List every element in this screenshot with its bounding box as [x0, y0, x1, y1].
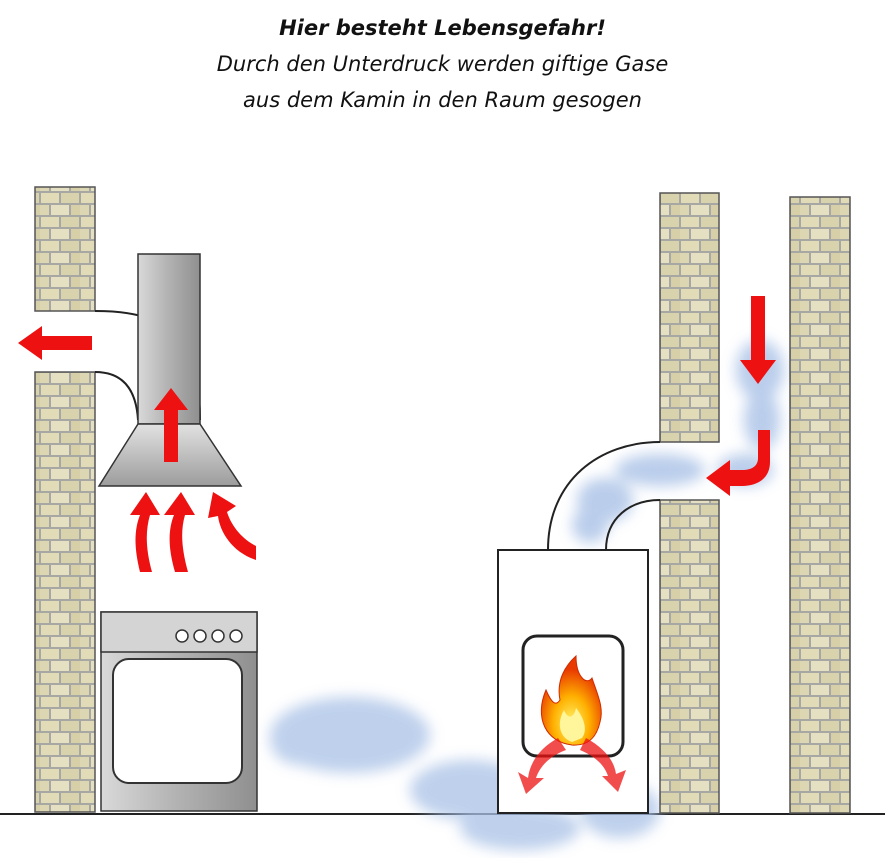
fireplace-stove — [497, 549, 649, 814]
caption: Hier besteht Lebensgefahr! Durch den Unt… — [0, 10, 885, 118]
smoke-hook-arrow — [706, 430, 770, 496]
right-airflow-arrows — [518, 296, 776, 794]
intake-arrow — [164, 492, 195, 572]
fire-core — [559, 708, 585, 742]
right-chimney-inner-upper — [659, 192, 720, 443]
smoke-out-arrow — [518, 738, 566, 794]
stove-knob — [175, 629, 189, 643]
intake-arrow — [208, 492, 256, 560]
hood-up-arrow — [154, 388, 188, 462]
fire-flame-icon — [540, 654, 602, 746]
caption-line-3: aus dem Kamin in den Raum gesogen — [243, 88, 642, 112]
stove-knob — [229, 629, 243, 643]
left-airflow-arrows — [18, 326, 256, 572]
stove-knob — [211, 629, 225, 643]
stove-knob — [193, 629, 207, 643]
right-chimney-inner-lower — [659, 499, 720, 814]
intake-arrow — [130, 492, 160, 572]
smoke-out-arrow — [580, 738, 626, 792]
exhaust-out-arrow — [18, 326, 92, 360]
oven-window — [112, 658, 243, 784]
stove-flue-pipe — [547, 441, 661, 551]
kitchen-stove — [100, 611, 258, 812]
caption-line-1: Hier besteht Lebensgefahr! — [279, 16, 606, 40]
right-chimney-outer — [789, 196, 851, 814]
smoke-down-arrow — [740, 296, 776, 384]
caption-line-2: Durch den Unterdruck werden giftige Gase — [216, 52, 669, 76]
left-chimney-upper — [34, 186, 96, 312]
left-chimney-lower — [34, 371, 96, 813]
